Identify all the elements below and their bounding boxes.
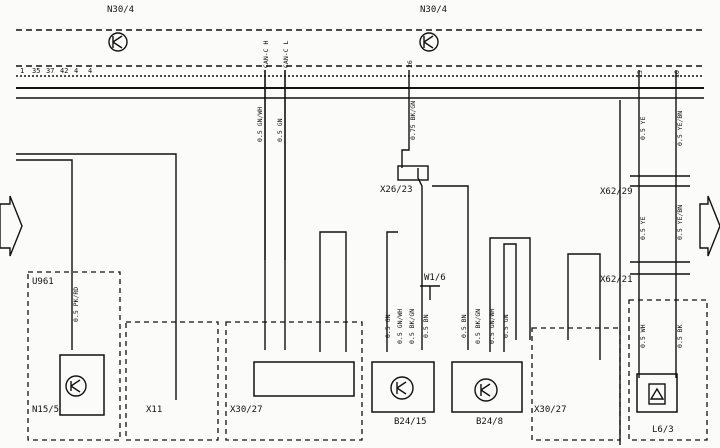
arrow-out-icon xyxy=(699,195,720,257)
wire-b248-b xyxy=(503,243,517,352)
box-x3027-a xyxy=(225,321,363,441)
box-b248 xyxy=(451,361,523,413)
transistor-icon-left xyxy=(108,32,128,52)
box-l63-body xyxy=(636,373,678,413)
sensor-icon-l63 xyxy=(648,383,666,405)
wire-label-bk: 0.5 BK xyxy=(676,324,684,348)
label-b24-15: B24/15 xyxy=(394,417,427,427)
label-x26-23: X26/23 xyxy=(380,185,413,195)
wire-bkgn xyxy=(401,70,410,168)
pin-label: 35 xyxy=(32,67,40,75)
wire-x3027-b xyxy=(567,253,601,360)
wire-b248-a xyxy=(489,237,531,352)
wire-label-b8-gn: 0.5 GN xyxy=(502,314,510,338)
wire-label-b15-bkgn: 0.5 BK/GN xyxy=(408,309,416,344)
box-x3027-b xyxy=(531,327,621,441)
wire-label-b8-bkgn: 0.5 BK/GN xyxy=(474,309,482,344)
label-n30-4-right: N30/4 xyxy=(420,5,447,15)
wire-label-ye-mid: 0.5 YE xyxy=(639,216,647,240)
wire-label-b15-gn: 0.5 GN xyxy=(384,314,392,338)
wire-label-wh: 0.5 WH xyxy=(639,324,647,348)
label-b24-8: B24/8 xyxy=(476,417,503,427)
wire-label-gn-wh: 0.5 GN/WH xyxy=(256,107,264,142)
switch-icon-x26 xyxy=(397,165,429,181)
box-n155 xyxy=(59,354,105,416)
wire-label-b15-gnwh: 0.5 GN/WH xyxy=(396,309,404,344)
transistor-icon-right xyxy=(419,32,439,52)
wire-label-gn: 0.5 GN xyxy=(276,118,284,142)
wire-label-ye-bn-mid: 0.5 YE/BN xyxy=(676,205,684,240)
label-n15-5: N15/5 xyxy=(32,405,59,415)
wire-x26-down xyxy=(417,168,423,350)
wire-label-ye-bn: 0.5 YE/BN xyxy=(676,111,684,146)
connector-icon-x62-29 xyxy=(630,175,690,187)
wire-label-bk-gn: 0.75 BK/GN xyxy=(409,101,417,140)
label-x30-27-a: X30/27 xyxy=(230,405,263,415)
pin-label-can-l: CAN-C L xyxy=(282,41,290,68)
pin-label-15: 15 xyxy=(636,70,644,78)
label-n30-4-left: N30/4 xyxy=(107,5,134,15)
sensor-icon-b2415 xyxy=(390,376,414,400)
wire-label-pk-rd: 0.5 PK/RD xyxy=(72,287,80,322)
label-x62-29: X62/29 xyxy=(600,187,633,197)
box-b2415 xyxy=(371,361,435,413)
wire-x26-right xyxy=(432,185,469,350)
wire-bracket-a xyxy=(319,231,347,352)
label-x30-27-b: X30/27 xyxy=(534,405,567,415)
pin-label-26: 26 xyxy=(406,60,414,68)
pin-label: 42 xyxy=(60,67,68,75)
label-x62-21: X62/21 xyxy=(600,275,633,285)
ground-icon-w16 xyxy=(420,285,440,300)
connector-icon-x62-21 xyxy=(630,261,690,275)
box-x3027-connector xyxy=(253,361,355,397)
wire-pkrd xyxy=(16,159,73,350)
wire-label-b8-gnwh: 0.5 GN/WH xyxy=(488,309,496,344)
box-x11 xyxy=(125,321,219,441)
pin-label: 4 xyxy=(88,67,92,75)
wire-x11 xyxy=(16,153,177,400)
pin-label: 1 xyxy=(20,67,24,75)
wire-b2415-a xyxy=(386,231,398,352)
wire-label-ye: 0.5 YE xyxy=(639,116,647,140)
label-x11: X11 xyxy=(146,405,162,415)
box-l63 xyxy=(628,299,708,441)
box-u961 xyxy=(27,271,121,441)
wire-label-b15-bn: 0.5 BN xyxy=(422,314,430,338)
pin-label-16: 16 xyxy=(673,70,681,78)
label-w1-6: W1/6 xyxy=(424,273,446,283)
sensor-icon-n155 xyxy=(65,375,87,397)
pin-label: 4 xyxy=(74,67,78,75)
pin-label-can-h: CAN-C H xyxy=(262,41,270,68)
label-l6-3: L6/3 xyxy=(652,425,674,435)
pin-label: 37 xyxy=(46,67,54,75)
label-u961: U961 xyxy=(32,277,54,287)
arrow-in-icon xyxy=(0,195,23,257)
wire-label-b8-bn: 0.5 BN xyxy=(460,314,468,338)
sensor-icon-b248 xyxy=(474,378,498,402)
